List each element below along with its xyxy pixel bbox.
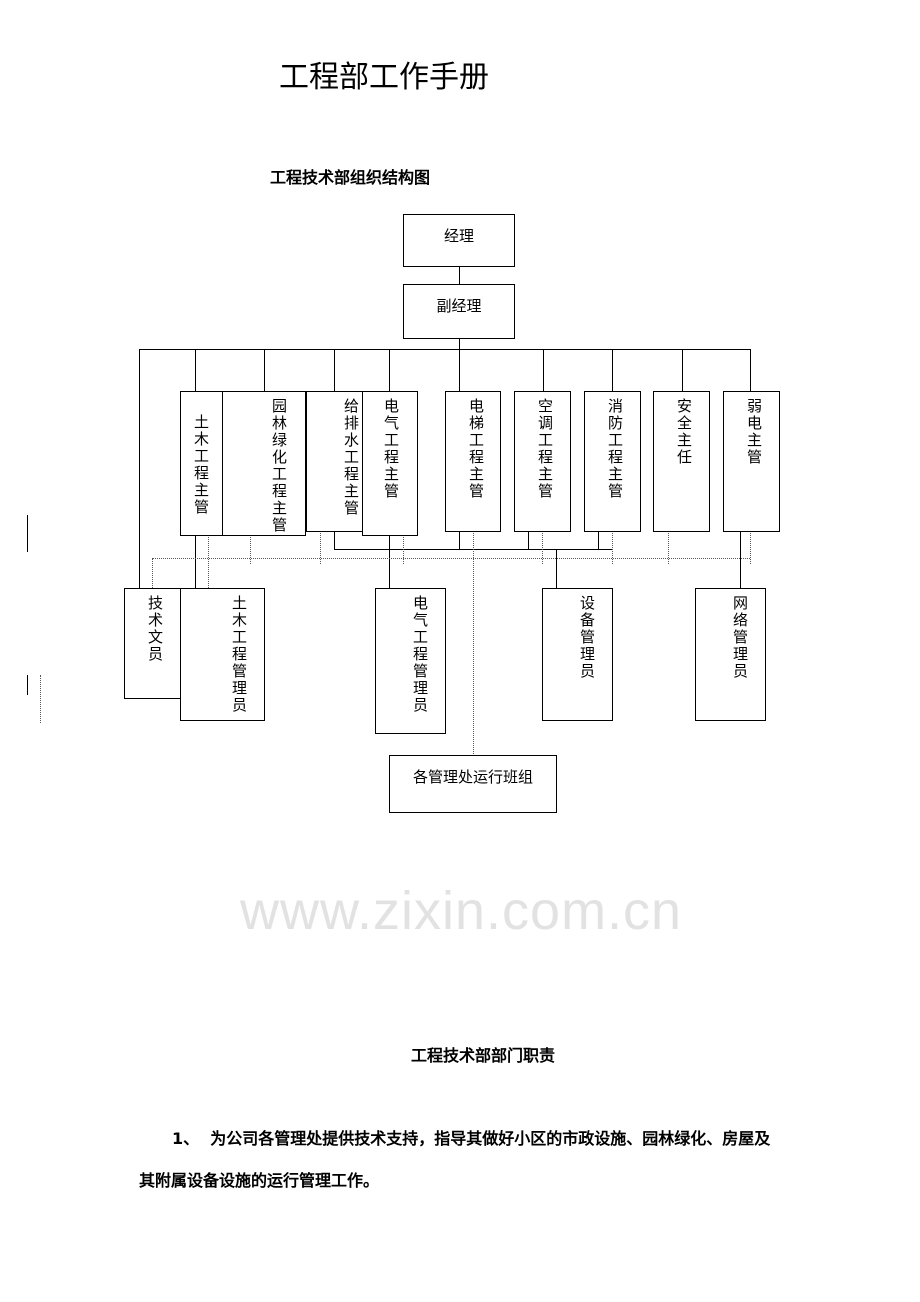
connector [459,516,460,550]
org-box-network-manager: 网络管理员 [695,588,766,721]
box-label: 电气工程主管 [382,398,400,500]
dotted-line [750,516,751,564]
connector [389,349,390,391]
org-box-civil-manager: 土木工程管理员 [180,588,265,721]
margin-mark [27,515,28,552]
dotted-line [473,516,474,756]
connector [750,349,751,391]
connector [334,516,335,550]
box-label: 各管理处运行班组 [412,768,533,786]
org-box-fire-supervisor: 消防工程主管 [584,391,641,532]
box-label: 电气工程管理员 [411,595,429,714]
org-box-manager: 经理 [403,214,515,267]
org-box-deputy: 副经理 [403,284,515,339]
org-box-electrical-supervisor: 电气工程主管 [362,391,418,536]
box-label: 经理 [443,227,474,245]
connector [195,516,196,588]
connector [740,516,741,588]
connector [195,349,196,391]
section-title: 工程技术部部门职责 [411,1046,556,1065]
box-label: 安全主任 [675,398,693,466]
dotted-line [612,516,613,564]
dotted-line [320,516,321,564]
org-box-landscape-supervisor: 园林绿化工程主管 [222,391,306,536]
box-label: 消防工程主管 [606,398,624,500]
box-label: 土木工程管理员 [230,595,248,714]
connector [459,339,460,349]
box-label: 给排水工程主管 [342,398,360,517]
org-box-plumbing-supervisor: 给排水工程主管 [306,391,363,532]
connector [682,349,683,391]
bus-line [139,349,750,350]
connector [139,349,140,588]
dotted-line [542,516,543,564]
connector [598,516,599,550]
list-item-line: 1、 为公司各管理处提供技术支持，指导其做好小区的市政设施、园林绿化、房屋及 [172,1125,770,1149]
connector [612,349,613,391]
box-label: 网络管理员 [731,595,749,680]
connector [389,516,390,588]
org-box-tech-clerk: 技术文员 [124,588,181,699]
box-label: 副经理 [436,297,482,315]
dotted-line [668,516,669,564]
list-item-continuation: 其附属设备设施的运行管理工作。 [139,1171,380,1190]
org-box-hvac-supervisor: 空调工程主管 [514,391,571,532]
org-box-safety-director: 安全主任 [653,391,710,532]
document-title: 工程部工作手册 [279,60,489,95]
margin-mark [27,675,28,695]
box-label: 园林绿化工程主管 [270,398,288,534]
margin-mark [40,675,41,723]
org-box-electrical-manager: 电气工程管理员 [375,588,446,734]
dotted-line [403,516,404,564]
box-label: 空调工程主管 [536,398,554,500]
org-box-equipment-manager: 设备管理员 [542,588,613,721]
dotted-line [152,558,750,559]
box-label: 弱电主管 [745,398,763,466]
connector [459,267,460,284]
item-number: 1、 [172,1129,200,1148]
item-text: 为公司各管理处提供技术支持，指导其做好小区的市政设施、园林绿化、房屋及 [210,1129,771,1148]
connector [264,349,265,391]
dotted-line [208,516,209,600]
dotted-line [152,558,153,588]
chart-title: 工程技术部组织结构图 [270,168,431,187]
connector [334,349,335,391]
connector [543,349,544,391]
org-box-elevator-supervisor: 电梯工程主管 [445,391,501,532]
box-label: 土木工程主管 [192,414,210,516]
org-box-operation-team: 各管理处运行班组 [389,755,557,813]
connector [556,549,557,588]
connector [528,516,529,550]
box-label: 设备管理员 [578,595,596,680]
org-box-low-voltage-supervisor: 弱电主管 [723,391,780,532]
dotted-line [250,516,251,564]
watermark: www.zixin.com.cn [240,881,683,941]
box-label: 技术文员 [146,595,164,663]
box-label: 电梯工程主管 [467,398,485,500]
connector [459,349,460,391]
